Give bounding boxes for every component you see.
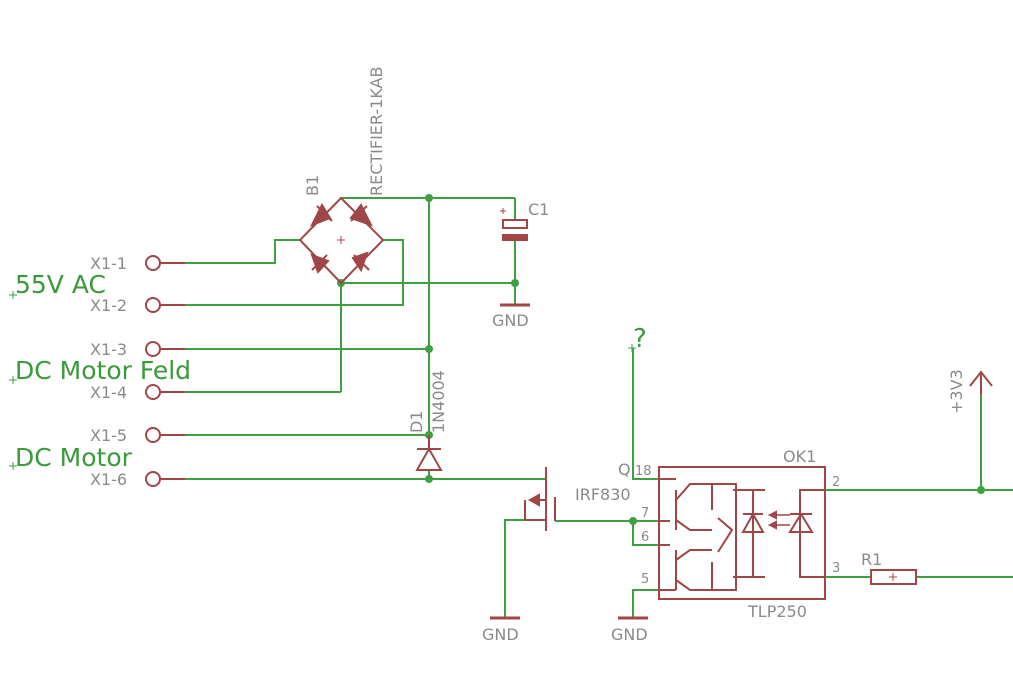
opto-name: OK1: [783, 447, 816, 466]
opto-pin-5: 5: [641, 572, 649, 587]
pin-label-x1-3: X1-3: [90, 340, 127, 359]
resistor-r1: R1: [861, 550, 917, 585]
opto-value: TLP250: [747, 602, 807, 621]
wires: [160, 197, 1013, 618]
mosfet-value: IRF830: [575, 485, 631, 504]
supply-3v3-label: +3V3: [947, 369, 966, 414]
connector-x1: X1-1 X1-2 X1-3 X1-4 X1-5 X1-6: [90, 254, 185, 489]
diode-d1: D1 1N4004: [407, 370, 448, 471]
gnd-label-mosfet: GND: [482, 625, 519, 644]
capacitor-name: C1: [528, 200, 549, 219]
opto-pin-2: 2: [832, 475, 840, 490]
net-label-ac: 55V AC: [15, 270, 106, 299]
net-labels: 55V AC DC Motor Feld DC Motor ?: [9, 270, 647, 472]
bridge-value: RECTIFIER-1KAB: [367, 67, 386, 196]
gnd-label-opto: GND: [611, 625, 648, 644]
net-label-unknown: ?: [633, 324, 647, 354]
junctions: [337, 194, 985, 525]
opto-pin-7: 7: [641, 506, 649, 521]
opto-pin-3: 3: [832, 561, 840, 576]
bridge-name: B1: [303, 175, 322, 196]
pin-label-x1-1: X1-1: [90, 254, 127, 273]
pin-label-x1-5: X1-5: [90, 426, 127, 445]
gnd-symbols: GND GND GND: [482, 303, 648, 644]
bridge-rectifier: B1 RECTIFIER-1KAB: [298, 67, 386, 285]
pin-label-x1-4: X1-4: [90, 383, 127, 402]
diode-value: 1N4004: [429, 370, 448, 433]
diode-name: D1: [407, 411, 426, 434]
resistor-name: R1: [861, 550, 882, 569]
opto-pin-18: 18: [635, 464, 652, 479]
optocoupler-ok1: OK1 TLP250 Q 18 7 6 5 2 3: [618, 447, 840, 621]
pin-label-x1-6: X1-6: [90, 470, 127, 489]
capacitor-c1: C1: [500, 200, 549, 241]
pin-label-x1-2: X1-2: [90, 296, 127, 315]
net-label-field: DC Motor Feld: [15, 356, 191, 385]
supply-3v3: +3V3: [947, 369, 993, 414]
gnd-label-c1: GND: [492, 311, 529, 330]
mosfet: IRF830: [524, 467, 631, 531]
opto-pin-6: 6: [641, 530, 649, 545]
mosfet-pin-label: Q: [618, 460, 631, 479]
net-label-motor: DC Motor: [15, 443, 133, 472]
